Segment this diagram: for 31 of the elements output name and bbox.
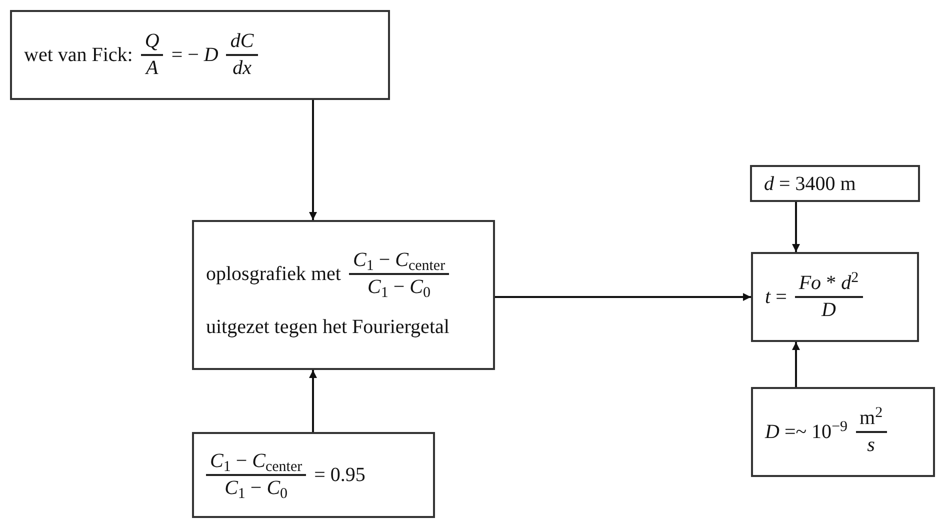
arrow xyxy=(309,370,317,432)
arrow xyxy=(309,100,317,220)
fraction-numerator: m$^{2}$ xyxy=(856,406,887,433)
formula-box xyxy=(10,10,390,100)
arrow xyxy=(792,202,800,252)
formula-text: = 0.95 xyxy=(314,463,366,488)
fraction-numerator: Fo* d$^{2}$ xyxy=(794,271,863,298)
formula-box xyxy=(751,387,935,477)
formula-box xyxy=(751,252,919,342)
fraction-denominator: A xyxy=(146,56,158,81)
fraction-numerator: Q xyxy=(140,29,164,56)
arrow xyxy=(495,293,751,301)
fraction-denominator: s xyxy=(867,433,875,458)
formula-box xyxy=(750,165,920,202)
formula-text: D =~ 10$^{−9}$ xyxy=(765,418,848,445)
formula-box xyxy=(192,220,495,370)
formula-text: wet van Fick: xyxy=(24,43,133,68)
fraction-denominator: C$_{1}$ − C$_{0}$ xyxy=(224,476,288,501)
fraction-numerator: dC xyxy=(226,29,258,56)
fraction-denominator: C$_{1}$ − C$_{0}$ xyxy=(368,275,430,300)
formula-box xyxy=(192,432,435,518)
formula-text: uitgezet tegen het Fouriergetal xyxy=(206,315,450,340)
formula-text: d = 3400 m xyxy=(764,172,856,196)
fraction-denominator: dx xyxy=(232,56,252,81)
fraction-denominator: D xyxy=(821,298,836,323)
fraction-numerator: C$_{1}$ − C$_{center}$ xyxy=(206,449,306,476)
fraction-numerator: C$_{1}$ − C$_{center}$ xyxy=(348,248,450,275)
formula-text: t = xyxy=(765,285,787,310)
formula-text: oplosgrafiek met xyxy=(206,262,341,287)
formula-text: = − D xyxy=(171,43,218,68)
arrow xyxy=(792,342,800,387)
